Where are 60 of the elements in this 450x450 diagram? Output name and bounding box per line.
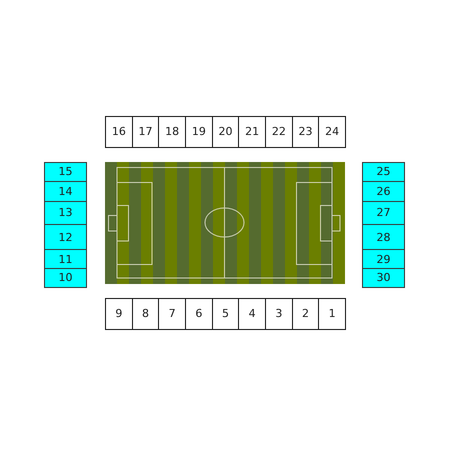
seating-section xyxy=(132,116,160,148)
seating-section xyxy=(105,116,133,148)
seating-block xyxy=(362,162,405,182)
seating-block xyxy=(362,180,405,202)
seating-block xyxy=(44,180,87,202)
section-number: 26 xyxy=(376,186,390,196)
section-number: 16 xyxy=(112,126,126,138)
section-number: 3 xyxy=(275,308,282,319)
seating-section xyxy=(158,116,186,148)
seating-block xyxy=(44,224,87,250)
section-number: 8 xyxy=(142,308,149,319)
section-number: 2 xyxy=(302,308,309,319)
section-number: 24 xyxy=(325,126,340,138)
section-number: 10 xyxy=(58,272,72,284)
section-number: 28 xyxy=(376,232,390,242)
seating-block xyxy=(44,162,87,182)
seating-section xyxy=(212,116,240,148)
seating-block xyxy=(44,268,87,288)
section-number: 19 xyxy=(192,126,206,138)
section-number: 7 xyxy=(168,308,176,319)
section-number: 22 xyxy=(272,126,286,138)
seating-section xyxy=(185,298,213,330)
seating-section xyxy=(292,298,320,330)
section-number: 12 xyxy=(58,232,72,242)
section-number: 17 xyxy=(138,126,152,138)
section-number: 9 xyxy=(115,308,122,319)
seating-section xyxy=(105,298,133,330)
section-number: 30 xyxy=(376,272,390,284)
section-number: 1 xyxy=(328,308,336,319)
section-number: 21 xyxy=(245,126,260,138)
section-number: 18 xyxy=(165,126,180,138)
seating-section xyxy=(132,298,160,330)
seating-block xyxy=(362,268,405,288)
seating-section xyxy=(212,298,240,330)
section-number: 14 xyxy=(58,186,72,196)
section-number: 20 xyxy=(218,126,232,138)
section-number: 27 xyxy=(376,207,390,218)
section-number: 15 xyxy=(58,166,72,178)
seating-block xyxy=(44,249,87,269)
section-number: 11 xyxy=(58,254,72,264)
section-number: 4 xyxy=(248,308,256,319)
seating-section xyxy=(158,298,186,330)
seating-section xyxy=(238,298,266,330)
section-number: 5 xyxy=(222,308,229,319)
seating-section xyxy=(238,116,266,148)
seating-section xyxy=(185,116,213,148)
seating-block xyxy=(362,224,405,250)
section-number: 29 xyxy=(376,254,390,264)
seating-section xyxy=(265,116,293,148)
seating-block xyxy=(44,200,87,225)
seating-section xyxy=(292,116,320,148)
section-number: 25 xyxy=(376,166,390,178)
seating-block xyxy=(362,200,405,225)
section-number: 6 xyxy=(195,308,202,319)
section-number: 23 xyxy=(298,126,312,138)
seating-section xyxy=(265,298,293,330)
seating-section xyxy=(318,116,346,148)
section-number: 13 xyxy=(58,207,72,218)
seating-block xyxy=(362,249,405,269)
seating-section xyxy=(318,298,346,330)
